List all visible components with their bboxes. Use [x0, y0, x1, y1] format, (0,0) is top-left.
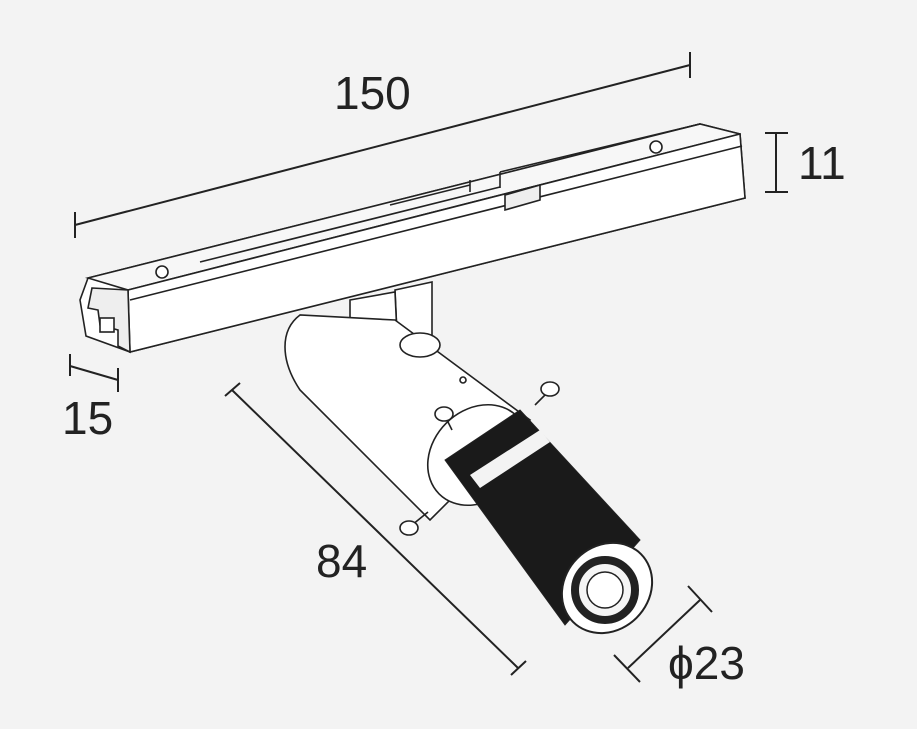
dimension-label-width: 15 [62, 392, 114, 444]
dimension-label-fixture-length: 84 [316, 535, 368, 587]
dimension-line-15 [69, 354, 119, 392]
dimension-label-height: 11 [798, 137, 846, 189]
track-rail [79, 123, 746, 354]
dimension-label-length: 150 [334, 67, 411, 119]
dimension-line-84 [224, 382, 527, 676]
lens-housing [444, 409, 654, 635]
dimension-line-diameter [613, 585, 713, 683]
dimension-label-diameter: ϕ23 [668, 637, 745, 689]
adjustment-knobs [399, 381, 560, 536]
dimension-line-150 [74, 52, 691, 238]
dimension-line-11 [765, 132, 788, 193]
